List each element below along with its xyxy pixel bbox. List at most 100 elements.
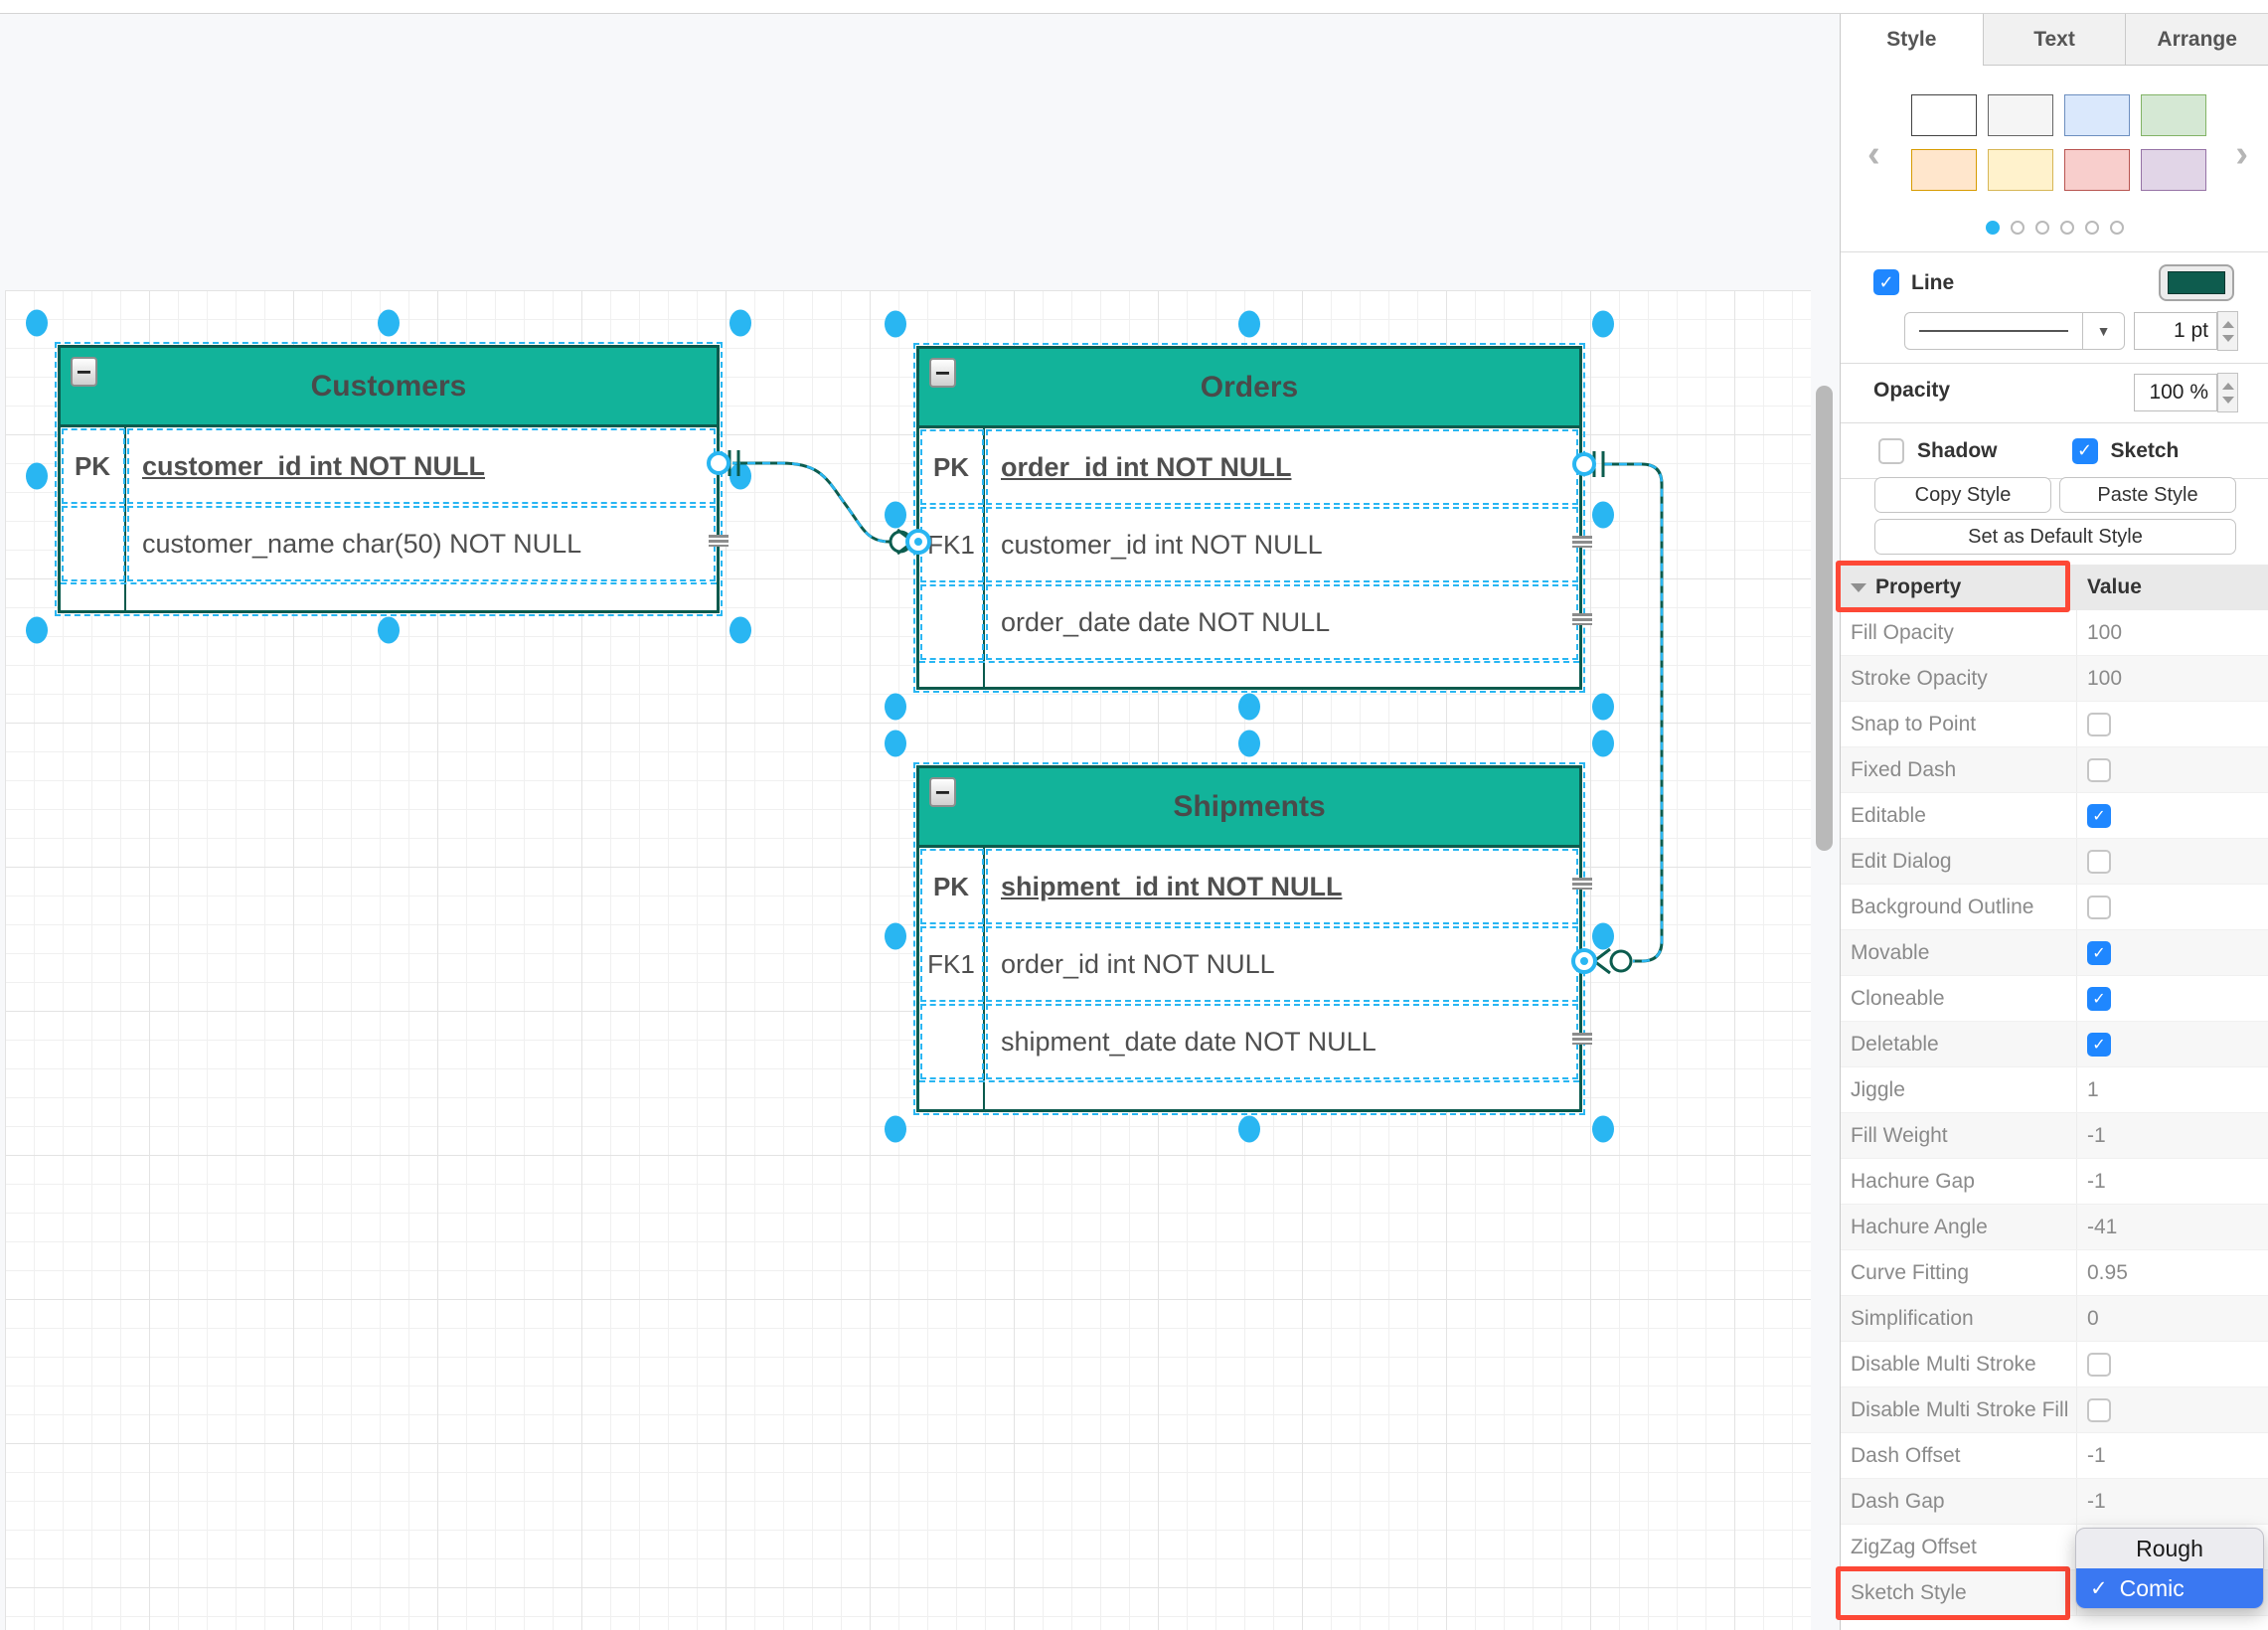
selection-handle[interactable]	[729, 462, 751, 490]
property-value[interactable]: -1	[2087, 1443, 2106, 1467]
selection-handle[interactable]	[885, 310, 906, 338]
style-swatch-0[interactable]	[1911, 94, 1977, 136]
opacity-input[interactable]: 100 %	[2134, 374, 2217, 411]
opacity-stepper[interactable]	[2217, 373, 2238, 412]
property-value[interactable]	[2077, 757, 2268, 782]
line-color-button[interactable]	[2159, 264, 2234, 301]
selection-handle[interactable]	[1592, 1115, 1614, 1143]
er-row[interactable]: order_date date NOT NULL	[919, 583, 1579, 661]
paste-style-button[interactable]: Paste Style	[2059, 477, 2236, 513]
property-row-editable[interactable]: Editable✓	[1841, 793, 2268, 839]
selection-handle[interactable]	[729, 616, 751, 644]
selection-handle[interactable]	[1592, 693, 1614, 721]
selection-handle[interactable]	[26, 462, 48, 490]
selection-handle[interactable]	[729, 309, 751, 337]
property-row-cloneable[interactable]: Cloneable✓	[1841, 976, 2268, 1022]
er-table-header[interactable]: −Shipments	[919, 768, 1579, 848]
chevron-left-icon[interactable]: ‹	[1867, 133, 1880, 175]
property-value[interactable]: ✓	[2077, 940, 2268, 965]
property-row-fill-weight[interactable]: Fill Weight-1	[1841, 1113, 2268, 1159]
property-row-edit-dialog[interactable]: Edit Dialog	[1841, 839, 2268, 885]
property-value[interactable]	[2077, 1397, 2268, 1422]
property-value[interactable]: ✓	[2077, 803, 2268, 828]
property-header-cell[interactable]: Property	[1841, 565, 2077, 610]
caret-down-icon[interactable]: ▼	[2082, 313, 2124, 349]
line-style-dropdown[interactable]: ▼	[1904, 312, 2125, 350]
checkbox-unchecked[interactable]	[2087, 849, 2111, 874]
selection-handle[interactable]	[1592, 922, 1614, 949]
property-row-fixed-dash[interactable]: Fixed Dash	[1841, 747, 2268, 793]
property-value[interactable]	[2077, 849, 2268, 874]
property-value[interactable]: -41	[2087, 1215, 2118, 1238]
pager-dot-0[interactable]	[1985, 221, 2000, 235]
style-swatch-3[interactable]	[2141, 94, 2206, 136]
style-swatch-2[interactable]	[2064, 94, 2130, 136]
selection-handle[interactable]	[26, 616, 48, 644]
style-swatch-4[interactable]	[1911, 149, 1977, 191]
property-value[interactable]: -1	[2087, 1123, 2106, 1147]
pager-dot-4[interactable]	[2084, 221, 2099, 235]
checkbox-unchecked[interactable]	[2087, 712, 2111, 736]
er-row[interactable]: customer_name char(50) NOT NULL	[61, 505, 717, 582]
property-value[interactable]	[2077, 895, 2268, 919]
property-value[interactable]: -1	[2087, 1169, 2106, 1193]
pager-dot-2[interactable]	[2034, 221, 2049, 235]
line-checkbox[interactable]: ✓	[1873, 269, 1899, 295]
property-row-disable-multi-stroke-fill[interactable]: Disable Multi Stroke Fill	[1841, 1387, 2268, 1433]
tab-arrange[interactable]: Arrange	[2125, 14, 2268, 66]
style-swatch-6[interactable]	[2064, 149, 2130, 191]
checkbox-checked[interactable]: ✓	[2087, 940, 2111, 965]
property-value[interactable]: 0	[2087, 1306, 2099, 1330]
collapse-minus-icon[interactable]: −	[929, 777, 956, 807]
pager-dot-3[interactable]	[2059, 221, 2074, 235]
selection-handle[interactable]	[26, 309, 48, 337]
property-value[interactable]: ✓	[2077, 986, 2268, 1011]
selection-handle[interactable]	[378, 616, 400, 644]
selection-handle[interactable]	[1592, 310, 1614, 338]
property-row-hachure-angle[interactable]: Hachure Angle-41	[1841, 1205, 2268, 1250]
property-row-dash-gap[interactable]: Dash Gap-1	[1841, 1479, 2268, 1525]
chevron-right-icon[interactable]: ›	[2235, 133, 2248, 175]
property-row-hachure-gap[interactable]: Hachure Gap-1	[1841, 1159, 2268, 1205]
tab-text[interactable]: Text	[1982, 14, 2126, 66]
selection-handle[interactable]	[1238, 1115, 1260, 1143]
collapse-minus-icon[interactable]: −	[929, 358, 956, 388]
collapse-minus-icon[interactable]: −	[71, 357, 97, 387]
property-row-dash-offset[interactable]: Dash Offset-1	[1841, 1433, 2268, 1479]
style-swatch-1[interactable]	[1988, 94, 2053, 136]
property-row-disable-multi-stroke[interactable]: Disable Multi Stroke	[1841, 1342, 2268, 1387]
selection-handle[interactable]	[1238, 730, 1260, 757]
tab-style[interactable]: Style	[1841, 14, 1983, 66]
selection-handle[interactable]	[1238, 693, 1260, 721]
property-value[interactable]: 0.95	[2087, 1260, 2128, 1284]
line-width-input[interactable]: 1 pt	[2134, 312, 2217, 350]
er-table-header[interactable]: −Orders	[919, 349, 1579, 428]
selection-handle[interactable]	[885, 693, 906, 721]
selection-handle[interactable]	[885, 1115, 906, 1143]
property-value[interactable]: 1	[2087, 1077, 2099, 1101]
line-width-stepper[interactable]	[2217, 311, 2238, 351]
style-swatch-5[interactable]	[1988, 149, 2053, 191]
property-value[interactable]	[2077, 1352, 2268, 1377]
property-row-background-outline[interactable]: Background Outline	[1841, 885, 2268, 930]
pager-dot-5[interactable]	[2109, 221, 2124, 235]
property-value[interactable]: -1	[2087, 1489, 2106, 1513]
style-swatch-7[interactable]	[2141, 149, 2206, 191]
property-value[interactable]: 100	[2087, 666, 2123, 690]
checkbox-checked[interactable]: ✓	[2087, 986, 2111, 1011]
selection-handle[interactable]	[885, 922, 906, 949]
canvas-vertical-scrollbar[interactable]	[1816, 386, 1833, 851]
selection-handle[interactable]	[885, 501, 906, 529]
checkbox-unchecked[interactable]	[2087, 1352, 2111, 1377]
copy-style-button[interactable]: Copy Style	[1874, 477, 2051, 513]
